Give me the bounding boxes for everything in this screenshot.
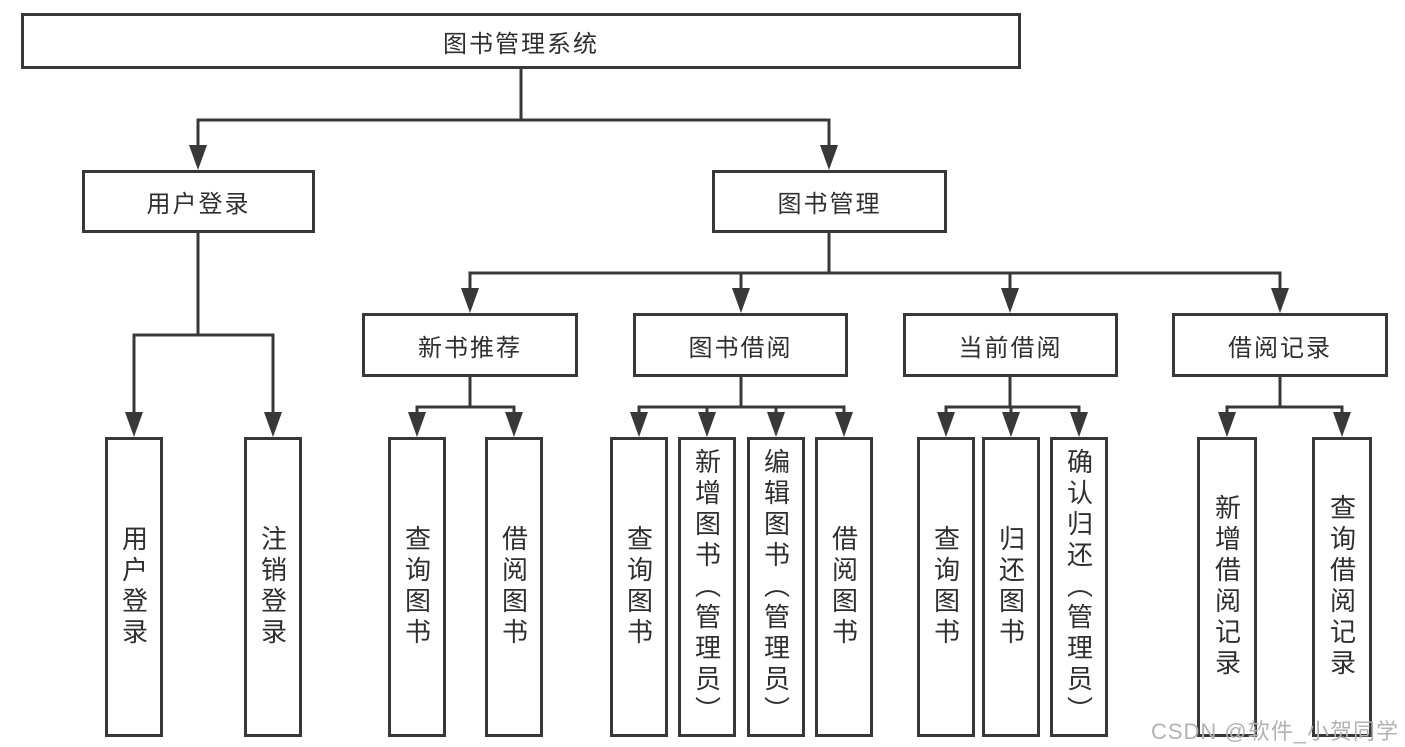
arrowhead-icon — [732, 288, 750, 313]
arrowhead-icon — [264, 412, 282, 437]
arrowhead-icon — [1070, 412, 1088, 437]
node-leaf-query-books-recommend: 查询图书 — [388, 437, 446, 737]
connector-current-borrowing-children — [937, 377, 1088, 437]
arrowhead-icon — [461, 288, 479, 313]
arrowhead-icon — [820, 145, 838, 170]
node-leaf-add-book-admin: 新增图书（管理员） — [678, 437, 736, 737]
connector-new-book-children — [408, 377, 523, 437]
arrowhead-icon — [767, 412, 785, 437]
node-leaf-confirm-return-admin: 确认归还（管理员） — [1050, 437, 1108, 737]
arrowhead-icon — [630, 412, 648, 437]
arrowhead-icon — [189, 145, 207, 170]
node-root: 图书管理系统 — [21, 13, 1021, 69]
arrowhead-icon — [1271, 288, 1289, 313]
node-leaf-edit-book-admin: 编辑图书（管理员） — [747, 437, 805, 737]
node-leaf-borrow-books-recommend: 借阅图书 — [485, 437, 543, 737]
node-new-book-recommendation: 新书推荐 — [362, 313, 578, 377]
arrowhead-icon — [125, 412, 143, 437]
node-leaf-add-borrow-record: 新增借阅记录 — [1197, 437, 1257, 737]
node-borrowing-records: 借阅记录 — [1172, 313, 1388, 377]
arrowhead-icon — [937, 412, 955, 437]
node-leaf-logout: 注销登录 — [244, 437, 302, 737]
watermark: CSDN @软件_小贺同学 — [1150, 719, 1399, 744]
node-leaf-query-books-current: 查询图书 — [917, 437, 975, 737]
node-leaf-borrow-books: 借阅图书 — [815, 437, 873, 737]
arrowhead-icon — [408, 412, 426, 437]
connector-borrowing-records-children — [1218, 377, 1351, 437]
node-user-login: 用户登录 — [82, 170, 315, 233]
arrowhead-icon — [1002, 412, 1020, 437]
node-book-borrowing: 图书借阅 — [633, 313, 848, 377]
node-leaf-return-book: 归还图书 — [982, 437, 1040, 737]
arrowhead-icon — [835, 412, 853, 437]
node-leaf-user-login: 用户登录 — [105, 437, 163, 737]
connector-root-to-level1 — [189, 68, 838, 170]
connector-book-borrowing-children — [630, 377, 853, 437]
node-leaf-query-books-borrow: 查询图书 — [610, 437, 668, 737]
arrowhead-icon — [1333, 412, 1351, 437]
arrowhead-icon — [698, 412, 716, 437]
node-current-borrowing: 当前借阅 — [903, 313, 1118, 377]
arrowhead-icon — [1001, 288, 1019, 313]
arrowhead-icon — [1218, 412, 1236, 437]
arrowhead-icon — [505, 412, 523, 437]
node-book-management: 图书管理 — [712, 170, 947, 233]
connector-book-management-children — [461, 233, 1289, 313]
connector-user-login-children — [125, 233, 282, 437]
node-leaf-query-borrow-record: 查询借阅记录 — [1312, 437, 1372, 737]
